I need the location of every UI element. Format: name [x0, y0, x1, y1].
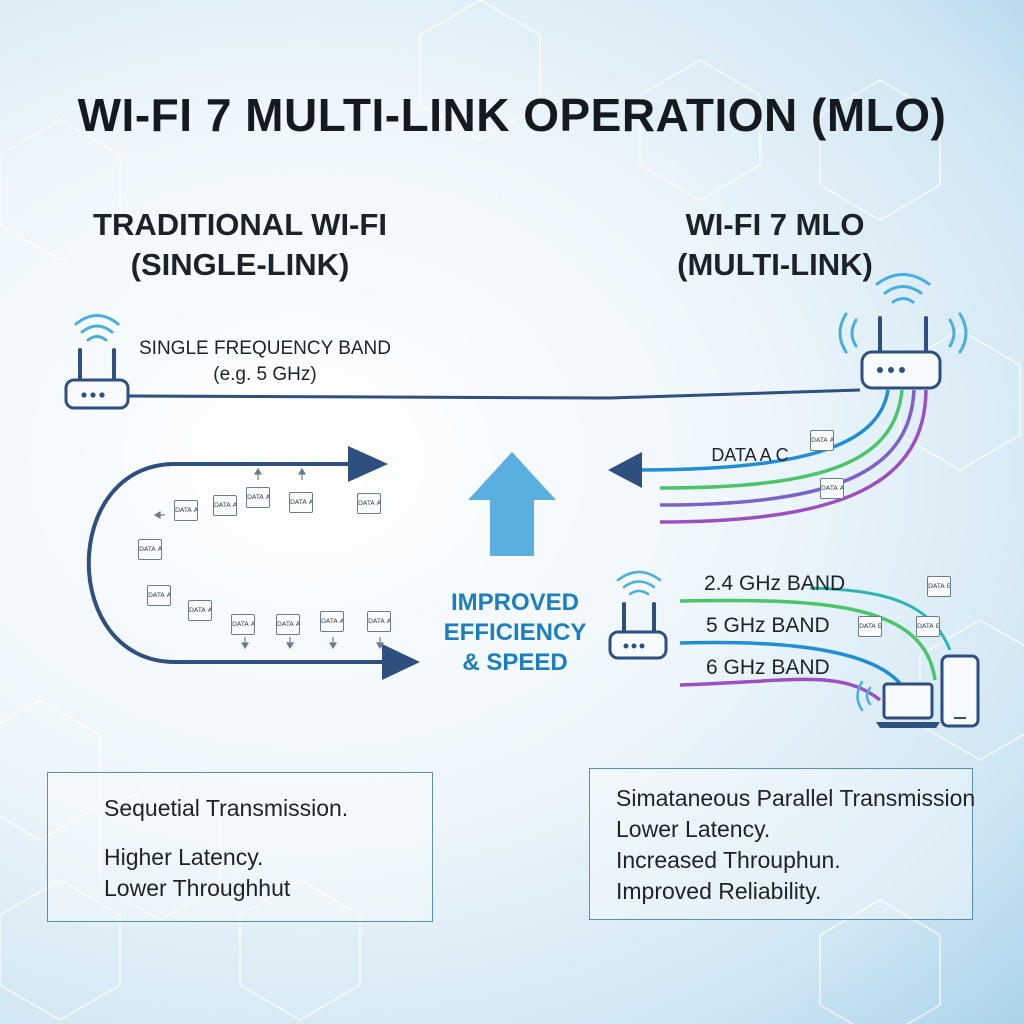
single-link-line	[127, 388, 861, 400]
data-packet: DATA A	[147, 585, 171, 606]
data-packet: DATA A	[246, 487, 270, 508]
band-24-line	[679, 598, 937, 681]
summary-line: Lower Throughhut	[104, 875, 291, 901]
loop-arrowhead-bottom	[382, 644, 420, 680]
band-24-label: 2.4 GHz BAND	[704, 572, 846, 595]
summary-line: Lower Latency.	[616, 816, 771, 842]
right-heading-line2: (MULTI-LINK)	[677, 247, 873, 282]
data-packet: DATA A	[367, 611, 391, 632]
laptop-icon	[876, 682, 940, 728]
improvement-caption-line3: & SPEED	[462, 649, 568, 676]
data-packet: DATA E	[927, 576, 951, 597]
data-packet: DATA A	[188, 600, 212, 621]
mlo-summary-box: Simataneous Parallel Transmission Lower …	[589, 768, 976, 920]
data-packet: DATA E	[858, 616, 882, 637]
left-heading: TRADITIONAL WI-FI (SINGLE-LINK)	[60, 205, 420, 285]
wifi-signal-icon	[74, 314, 120, 342]
router-icon	[608, 602, 668, 660]
data-packet: DATA A	[213, 495, 237, 516]
improvement-caption: IMPROVED EFFICIENCY & SPEED	[410, 588, 620, 678]
up-arrow-icon	[468, 452, 556, 556]
left-heading-line2: (SINGLE-LINK)	[130, 247, 350, 282]
router-icon	[64, 348, 130, 410]
single-link-summary-box: Sequetial Transmission. Higher Latency. …	[47, 772, 433, 922]
single-band-label-line1: SINGLE FREQUENCY BAND	[139, 338, 391, 359]
smartphone-icon	[940, 654, 980, 728]
summary-line: Higher Latency.	[104, 844, 264, 870]
wifi-signal-icon	[616, 570, 662, 596]
mlo-left-arrowhead	[608, 452, 642, 488]
page-title: WI-FI 7 MULTI-LINK OPERATION (MLO)	[77, 89, 947, 141]
improvement-caption-line2: EFFICIENCY	[443, 619, 587, 646]
sequential-loop-arrow	[86, 462, 385, 664]
right-heading-line1: WI-FI 7 MLO	[685, 207, 865, 242]
single-band-label: SINGLE FREQUENCY BAND (e.g. 5 GHz)	[130, 336, 400, 388]
data-packet: DATA A	[357, 493, 381, 514]
data-packet: DATA A	[276, 614, 300, 635]
mlo-link-green	[659, 389, 904, 490]
router-icon	[860, 316, 942, 390]
single-band-label-line2: (e.g. 5 GHz)	[213, 364, 317, 385]
mlo-link-violet	[659, 389, 916, 507]
data-packet: DATA E	[916, 616, 940, 637]
band-5-line	[679, 640, 907, 691]
data-packet: DATA A	[820, 478, 844, 499]
left-heading-line1: TRADITIONAL WI-FI	[93, 207, 387, 242]
right-heading: WI-FI 7 MLO (MULTI-LINK)	[610, 205, 940, 285]
data-packet: DATA A	[810, 430, 834, 451]
summary-line: Increased Throuphun.	[616, 847, 841, 873]
data-packet: DATA A	[289, 492, 313, 513]
mlo-link-purple	[659, 389, 928, 524]
data-packet: DATA A	[320, 611, 344, 632]
wifi-signal-icon	[838, 273, 968, 354]
data-packet: DATA A	[138, 539, 162, 560]
band-teal-line	[809, 586, 952, 651]
wifi-signal-icon	[856, 680, 872, 712]
mlo-data-label: DATA A C	[711, 445, 789, 465]
data-packet: DATA A	[174, 500, 198, 521]
summary-line: Improved Reliability.	[616, 878, 822, 904]
band-5-label: 5 GHz BAND	[706, 614, 830, 637]
improvement-caption-line1: IMPROVED	[450, 589, 579, 616]
band-6-line	[679, 677, 882, 702]
loop-arrowhead-top	[348, 446, 388, 482]
data-packet: DATA A	[231, 614, 255, 635]
summary-line: Simataneous Parallel Transmission	[616, 785, 976, 811]
band-6-label: 6 GHz BAND	[706, 656, 830, 679]
summary-line: Sequetial Transmission.	[104, 795, 349, 821]
